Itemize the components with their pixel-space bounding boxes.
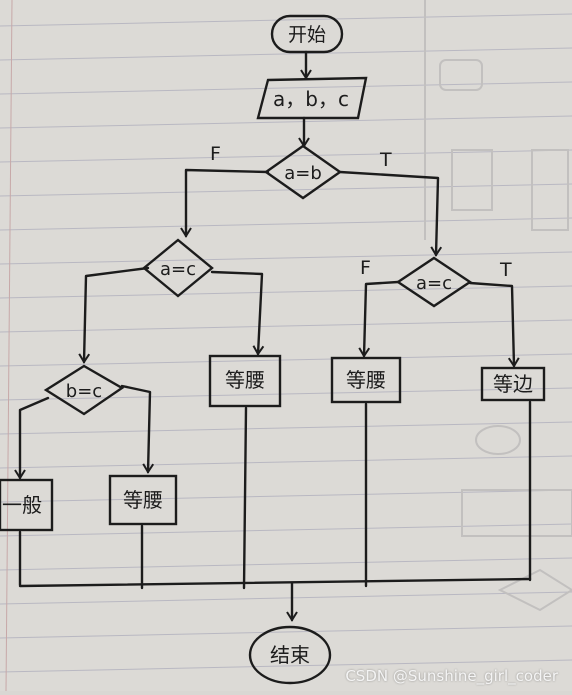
box-equilateral-label: 等边 [493, 372, 533, 396]
branch-true-ac-right: T [499, 259, 512, 281]
box-isosceles-2: 等腰 [330, 356, 402, 404]
box-isosceles-1-label: 等腰 [225, 368, 265, 392]
ruled-lines [0, 13, 572, 673]
decision-ac-right-label: a=c [416, 273, 452, 294]
decision-ab-label: a=b [284, 163, 322, 184]
margin-line [5, 0, 13, 692]
branch-true-ab: T [379, 149, 392, 171]
input-label: a，b，c [273, 87, 349, 111]
end-terminator: 结束 [248, 625, 332, 685]
watermark: CSDN @Sunshine_girl_coder [345, 667, 558, 685]
start-terminator: 开始 [270, 14, 344, 54]
box-isosceles-1: 等腰 [208, 354, 282, 408]
box-equilateral: 等边 [480, 366, 546, 402]
branch-false-ac-right: F [360, 257, 371, 279]
start-label: 开始 [288, 24, 326, 46]
box-general-label: 一般 [2, 493, 42, 517]
end-label: 结束 [270, 643, 310, 667]
decision-a-equals-c-right: a=c [395, 256, 473, 308]
bleed-through [424, 0, 572, 612]
decision-a-equals-c-left: a=c [142, 238, 214, 298]
decision-ac-left-label: a=c [160, 259, 196, 280]
decision-a-equals-b: a=b [263, 144, 343, 200]
connectors [14, 50, 532, 622]
decision-bc-label: b=c [66, 381, 102, 402]
branch-false-ab: F [210, 143, 221, 165]
box-isosceles-2-label: 等腰 [346, 368, 386, 392]
box-isosceles-3-label: 等腰 [123, 488, 163, 512]
decision-b-equals-c: b=c [43, 364, 125, 416]
box-isosceles-3: 等腰 [108, 474, 178, 526]
box-general: 一般 [0, 478, 54, 532]
input-parallelogram: a，b，c [256, 76, 368, 120]
